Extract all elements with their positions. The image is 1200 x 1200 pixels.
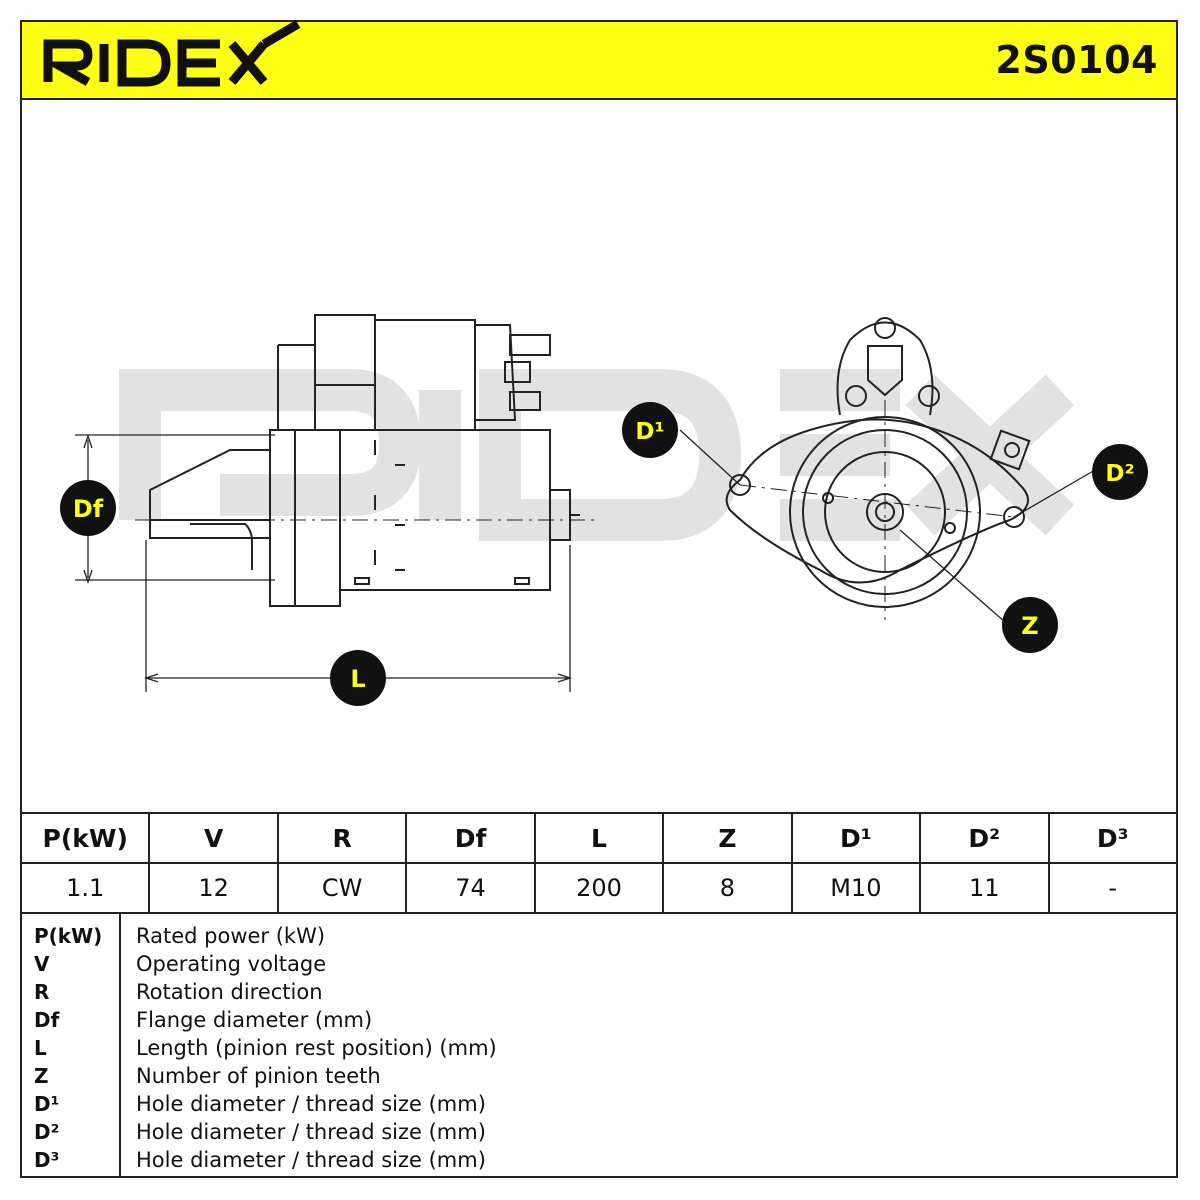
legend-row: Z Number of pinion teeth (20, 1064, 1178, 1092)
spec-header-cell: D¹ (790, 812, 922, 864)
callout-z: Z (1002, 597, 1058, 653)
spec-header-cell: Z (662, 812, 793, 864)
spec-table: P(kW) V R Df L Z D¹ D² D³ 1.1 12 CW 74 2… (19, 812, 1178, 914)
spec-value-cell: - (1047, 862, 1178, 914)
legend-description: Number of pinion teeth (136, 1064, 381, 1088)
spec-value-cell: 11 (919, 862, 1050, 914)
label-d2: D² (1105, 461, 1134, 487)
legend-description: Operating voltage (136, 952, 327, 976)
spec-header-cell: P(kW) (19, 812, 151, 864)
legend-symbol: D³ (34, 1148, 60, 1172)
spec-value-cell: M10 (790, 862, 922, 914)
callout-l: L (330, 650, 386, 706)
legend-row: V Operating voltage (20, 952, 1178, 980)
legend-row: D¹ Hole diameter / thread size (mm) (20, 1092, 1178, 1120)
callout-d1: D¹ (622, 402, 678, 458)
spec-header-cell: Df (405, 812, 536, 864)
legend-divider (119, 914, 121, 1178)
legend-symbol: L (34, 1036, 47, 1060)
legend-symbol: Df (34, 1008, 60, 1032)
legend-row: L Length (pinion rest position) (mm) (20, 1036, 1178, 1064)
legend-description: Rotation direction (136, 980, 323, 1004)
brand-logo (42, 20, 304, 88)
spec-value-row: 1.1 12 CW 74 200 8 M10 11 - (19, 862, 1178, 914)
spec-header-cell: R (276, 812, 408, 864)
legend-row: R Rotation direction (20, 980, 1178, 1008)
legend-row: P(kW) Rated power (kW) (20, 924, 1178, 952)
legend-row: Df Flange diameter (mm) (20, 1008, 1178, 1036)
part-number: 2S0104 (995, 38, 1158, 82)
callout-df: Df (60, 480, 116, 536)
legend: P(kW) Rated power (kW) V Operating volta… (20, 912, 1178, 1178)
label-l: L (350, 665, 365, 693)
legend-symbol: D² (34, 1120, 60, 1144)
legend-symbol: Z (34, 1064, 49, 1088)
spec-value-cell: 8 (662, 862, 793, 914)
spec-header-cell: V (148, 812, 279, 864)
legend-description: Rated power (kW) (136, 924, 326, 948)
spec-value-cell: 12 (148, 862, 279, 914)
legend-description: Hole diameter / thread size (mm) (136, 1092, 486, 1116)
ridex-logo-svg (43, 20, 301, 87)
label-df: Df (73, 495, 104, 523)
callout-d2: D² (1092, 444, 1148, 500)
spec-value-cell: 74 (405, 862, 536, 914)
legend-description: Length (pinion rest position) (mm) (136, 1036, 497, 1060)
spec-header-row: P(kW) V R Df L Z D¹ D² D³ (19, 812, 1178, 864)
legend-symbol: R (34, 980, 50, 1004)
spec-header-cell: D² (919, 812, 1050, 864)
legend-description: Flange diameter (mm) (136, 1008, 373, 1032)
technical-drawing: Df L D¹ D² Z (20, 100, 1178, 812)
legend-row: D³ Hole diameter / thread size (mm) (20, 1148, 1178, 1176)
legend-symbol: P(kW) (34, 924, 103, 948)
spec-header-cell: L (533, 812, 665, 864)
spec-header-cell: D³ (1047, 812, 1178, 864)
legend-symbol: V (34, 952, 50, 976)
spec-value-cell: 1.1 (19, 862, 151, 914)
legend-symbol: D¹ (34, 1092, 60, 1116)
label-z: Z (1021, 612, 1038, 640)
starter-motor-drawing: Df L D¹ D² Z (60, 314, 1148, 706)
spec-value-cell: 200 (533, 862, 665, 914)
legend-description: Hole diameter / thread size (mm) (136, 1148, 486, 1172)
spec-value-cell: CW (276, 862, 408, 914)
legend-description: Hole diameter / thread size (mm) (136, 1120, 486, 1144)
legend-row: D² Hole diameter / thread size (mm) (20, 1120, 1178, 1148)
label-d1: D¹ (635, 419, 664, 445)
